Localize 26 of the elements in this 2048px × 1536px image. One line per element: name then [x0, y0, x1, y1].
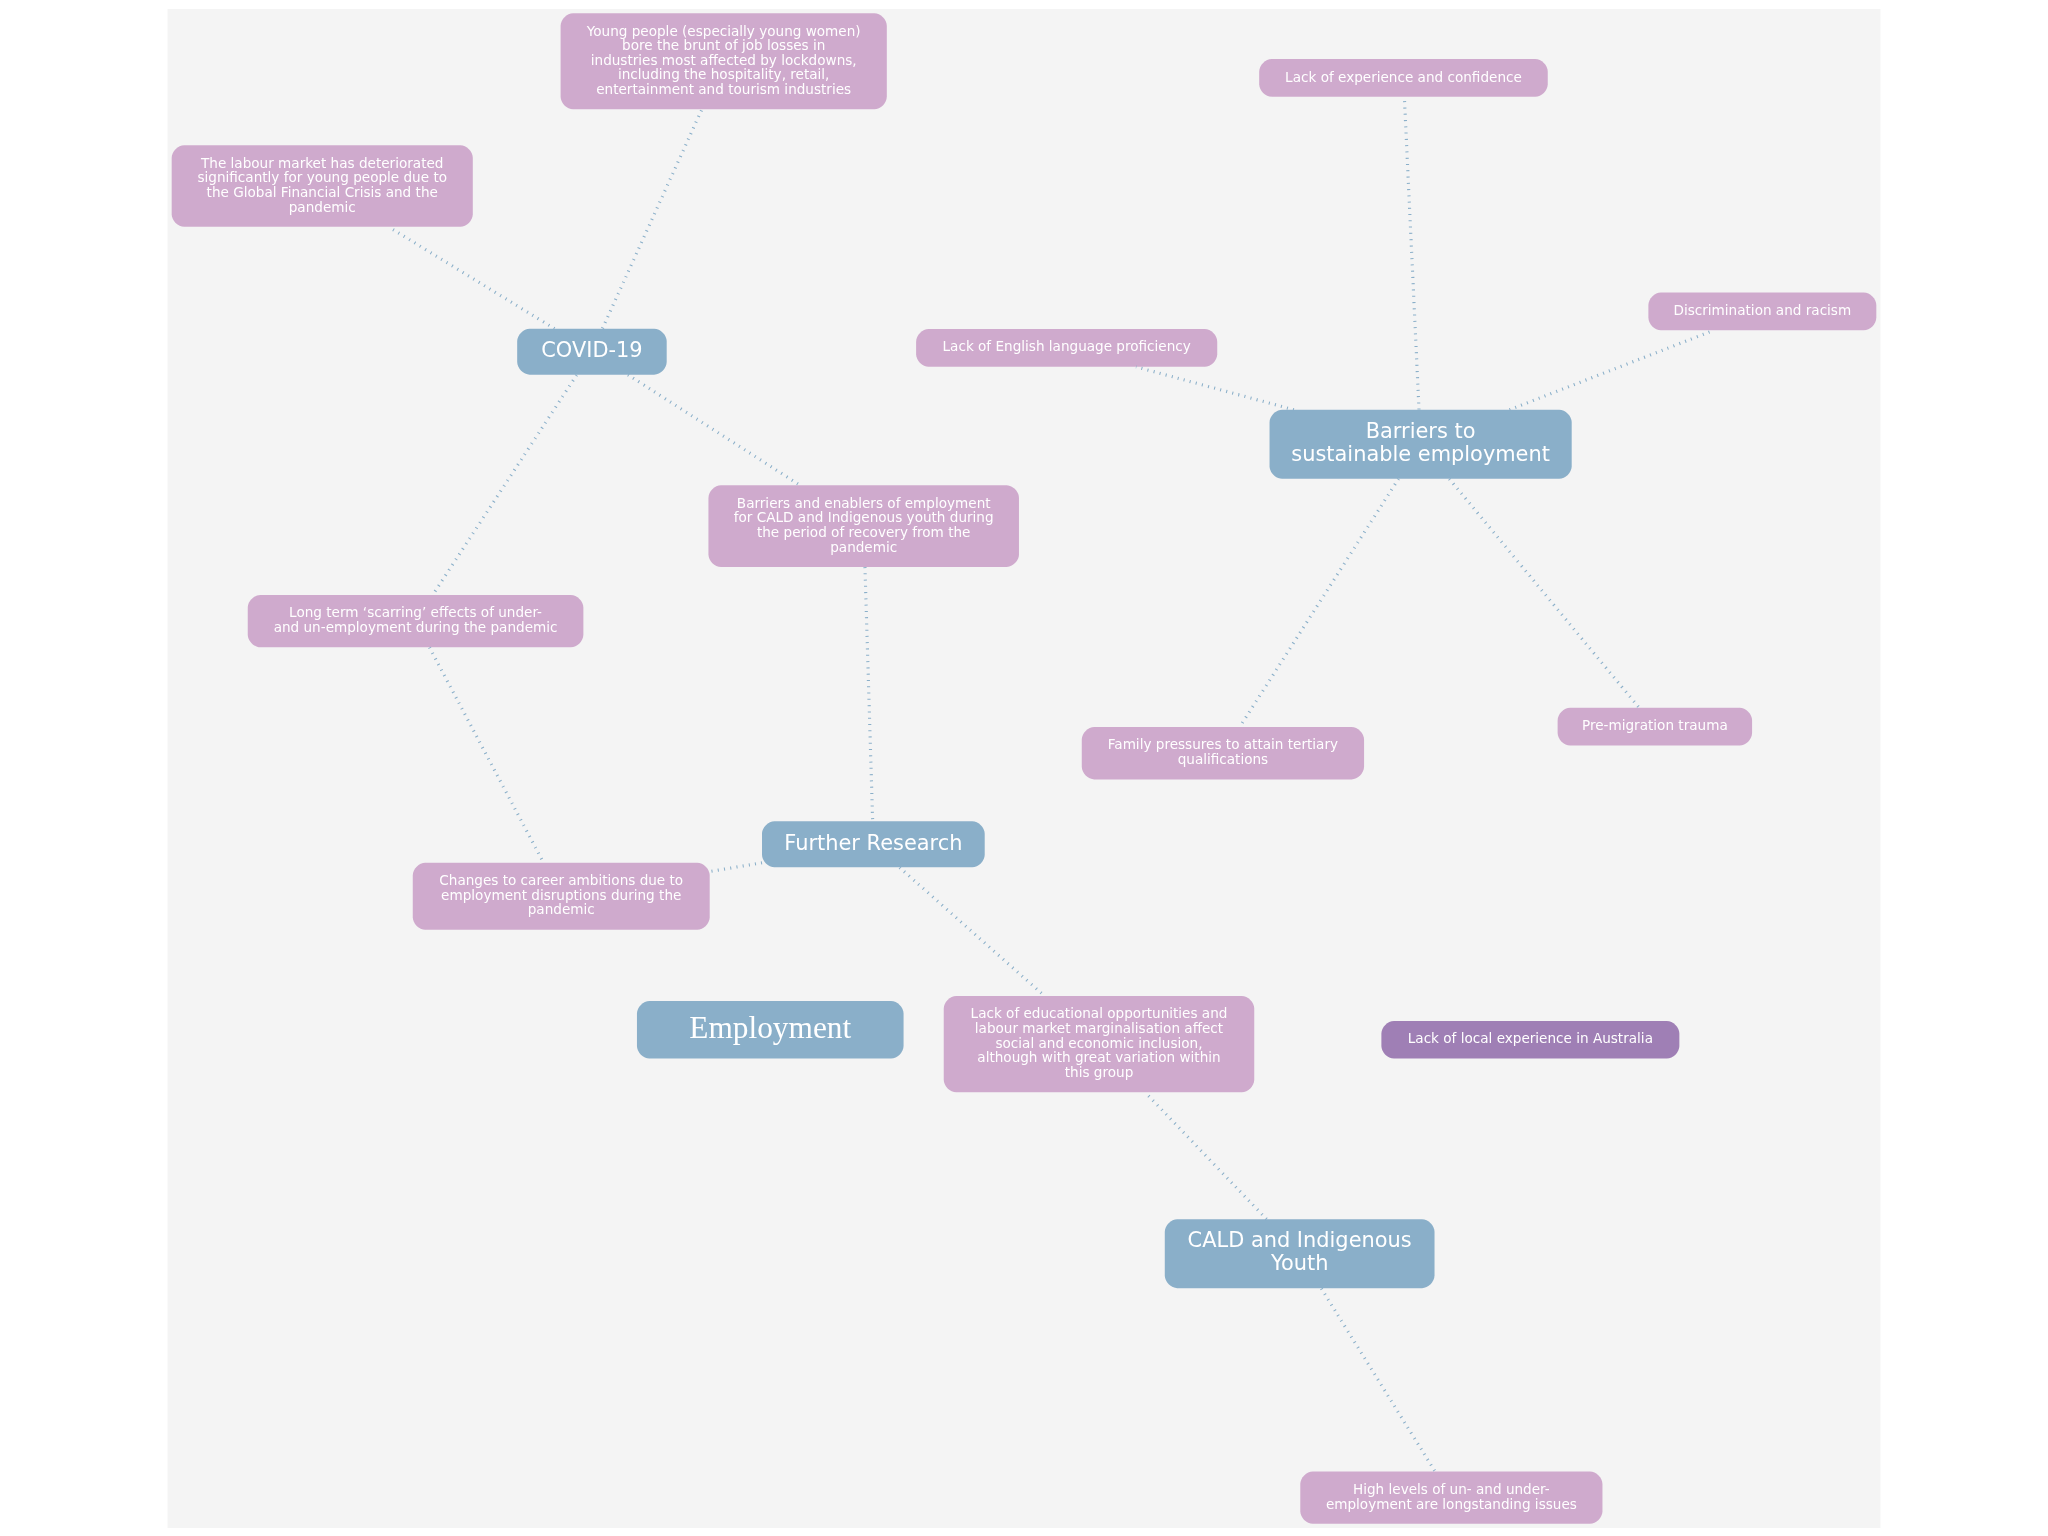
node-box: Discrimination and racism	[1648, 292, 1877, 330]
node-box: Employment	[636, 1000, 904, 1059]
connector	[627, 373, 801, 487]
node-box: Lack of local experience in Australia	[1381, 1020, 1680, 1059]
node-box: Young people (especially young women) bore the brunt of job losses in industries most affected by lockdowns, including the hospitality, retail, entertainment and tourism industries	[560, 12, 887, 109]
node-box: Lack of experience and confidence	[1259, 58, 1548, 97]
node-box: Family pressures to attain tertiary qualifications	[1081, 726, 1365, 779]
connector	[1320, 1287, 1437, 1472]
connector	[863, 566, 875, 821]
node-box: CALD and Indigenous Youth	[1164, 1218, 1435, 1288]
connector	[428, 646, 545, 863]
connector	[601, 108, 704, 329]
node-box: Barriers and enablers of employment for CALD and Indigenous youth during the period of recovery from the pandemic	[708, 484, 1019, 567]
node-box: The labour market has deteriorated significantly for young people due to the Global Financial Crisis and the pandemic	[171, 144, 473, 227]
node-box: Long term ‘scarring’ effects of under- and un-employment during the pandemic	[247, 594, 584, 647]
node-box: Further Research	[762, 820, 985, 867]
node-box: High levels of un- and under-employment are longstanding issues	[1300, 1471, 1603, 1524]
node-box: Barriers to sustainable employment	[1269, 409, 1572, 479]
node-box: Lack of educational opportunities and labour market marginalisation affect social and economic inclusion, although with great variation within this group	[943, 995, 1255, 1092]
connector	[709, 860, 763, 873]
connector	[1448, 477, 1641, 709]
connector	[1135, 364, 1295, 411]
node-box: Lack of English language proficiency	[916, 328, 1218, 367]
node-box: Changes to career ambitions due to employment disruptions during the pandemic	[412, 862, 710, 930]
node-box: COVID-19	[517, 328, 667, 375]
node-box: Pre-migration trauma	[1557, 707, 1753, 745]
